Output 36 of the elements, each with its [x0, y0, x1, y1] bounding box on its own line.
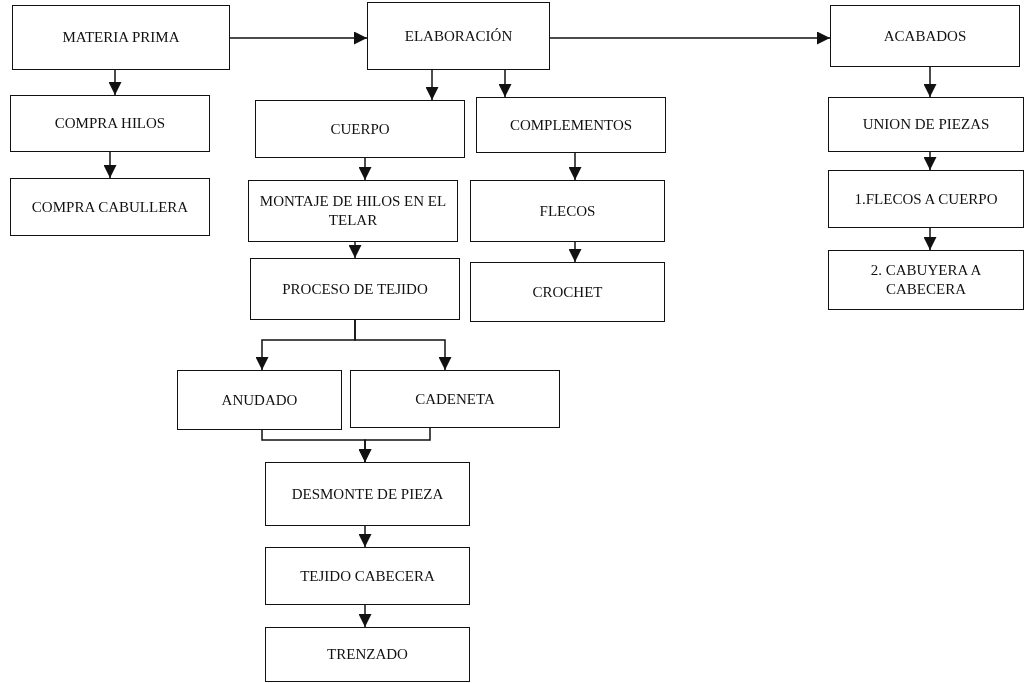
arrow: [358, 157, 372, 181]
process-box: FLECOS: [470, 180, 665, 242]
process-box: CROCHET: [470, 262, 665, 322]
process-box: MONTAJE DE HILOS EN EL TELAR: [248, 180, 458, 242]
arrow: [498, 69, 512, 98]
process-box: UNION DE PIEZAS: [828, 97, 1024, 152]
arrow: [568, 152, 582, 181]
arrow: [108, 69, 122, 96]
arrow: [229, 31, 368, 45]
process-box: COMPRA CABULLERA: [10, 178, 210, 236]
process-box: MATERIA PRIMA: [12, 5, 230, 70]
process-box: ELABORACIÓN: [367, 2, 550, 70]
process-box: ACABADOS: [830, 5, 1020, 67]
arrow: [923, 227, 937, 251]
arrow: [425, 69, 439, 101]
process-box: 2. CABUYERA A CABECERA: [828, 250, 1024, 310]
arrow: [358, 525, 372, 548]
process-box: DESMONTE DE PIEZA: [265, 462, 470, 526]
process-box: TRENZADO: [265, 627, 470, 682]
process-box: CUERPO: [255, 100, 465, 158]
arrow: [568, 241, 582, 263]
arrow: [923, 66, 937, 98]
arrow: [348, 241, 362, 259]
arrow: [358, 604, 372, 628]
process-box: 1.FLECOS A CUERPO: [828, 170, 1024, 228]
arrow: [923, 151, 937, 171]
process-box: COMPRA HILOS: [10, 95, 210, 152]
arrow: [358, 427, 431, 463]
arrow: [103, 151, 117, 179]
arrow: [549, 31, 831, 45]
process-box: TEJIDO CABECERA: [265, 547, 470, 605]
process-box: COMPLEMENTOS: [476, 97, 666, 153]
process-box: CADENETA: [350, 370, 560, 428]
process-box: PROCESO DE TEJIDO: [250, 258, 460, 320]
process-box: ANUDADO: [177, 370, 342, 430]
arrow: [354, 319, 452, 371]
